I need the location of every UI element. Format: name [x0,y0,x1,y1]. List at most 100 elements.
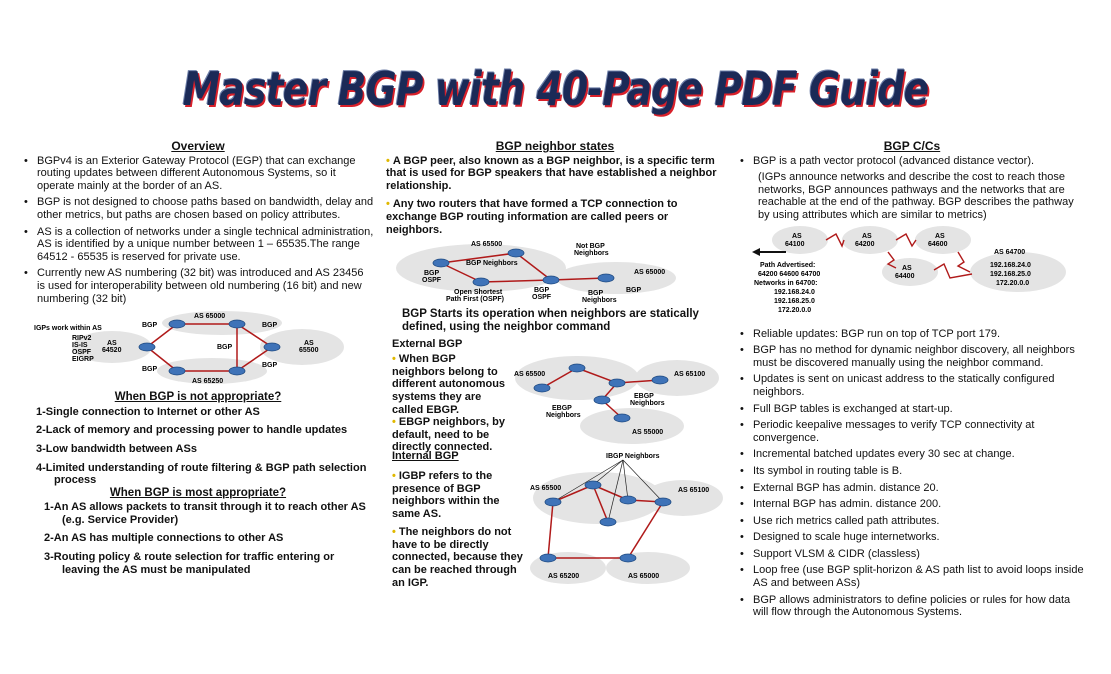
igp-name: RIPv2 [72,335,92,342]
as-label: AS 65100 [674,371,705,378]
diagram-label: 64200 64600 64700 [758,271,820,278]
paragraph: Any two routers that have formed a TCP c… [386,198,724,236]
external-bgp-section: External BGP When BGP neighbors belong t… [386,338,724,453]
diagram-label: OSPF [532,294,552,301]
bgp-label: BGP [262,322,278,329]
page-title: Master BGP with 40-Page PDF Guide [182,62,930,116]
igp-label: IGPs work within AS [34,325,102,332]
diagram-label: Path First (OSPF) [446,296,504,303]
diagram-label: 172.20.0.0 [778,307,811,314]
list-item: BGP is a path vector protocol (advanced … [740,155,1086,168]
list-item: Updates is sent on unicast address to th… [740,373,1086,398]
caption: BGP Starts its operation when neighbors … [402,308,699,334]
as-label: AS 65250 [192,378,223,385]
diagram-label: 192.168.25.0 [774,298,815,305]
diagram-label: Neighbors [630,400,665,407]
as-label: AS [792,233,802,240]
diagram-label: 192.168.25.0 [990,271,1031,278]
list-item: 2-Lack of memory and processing power to… [36,424,348,437]
as-label: AS 65500 [514,371,545,378]
diagram-label: IBGP Neighbors [606,453,660,460]
igp-name: OSPF [72,349,92,356]
as-label: AS 65200 [548,573,579,580]
bgp-label: BGP [142,366,158,373]
paragraph: When BGP neighbors belong to different a… [392,353,510,416]
igp-name: EIGRP [72,356,94,363]
paragraph: EBGP neighbors, by default, need to be d… [392,416,516,454]
diagram-label: BGP Neighbors [466,260,518,267]
diagram-label: 192.168.24.0 [990,262,1031,269]
list-item: BGP has no method for dynamic neighbor d… [740,344,1086,369]
list-item: BGP allows administrators to define poli… [740,594,1086,619]
overview-heading: Overview [171,139,225,153]
as-label: AS 65500 [530,485,561,492]
as-label: 64600 [928,241,948,248]
paragraph: A BGP peer, also known as a BGP neighbor… [386,155,724,193]
bgp-label: BGP [142,322,158,329]
list-item: Use rich metrics called path attributes. [740,515,1086,528]
bgp-characteristics-heading: BGP C/Cs [883,139,941,153]
list-item: Its symbol in routing table is B. [740,465,1086,478]
list-item: Currently new AS numbering (32 bit) was … [24,267,374,305]
internal-bgp-section: Internal BGP IGBP refers to the presence… [386,450,724,590]
diagram-label: Not BGP [576,243,605,250]
diagram-label: Neighbors [574,250,609,257]
list-item: Reliable updates: BGP run on top of TCP … [740,328,1086,341]
diagram-label: Path Advertised: [760,262,815,269]
diagram-label: BGP [424,270,440,277]
as-label: AS [902,265,912,272]
diagram-label: OSPF [422,277,442,284]
characteristics-list: Reliable updates: BGP run on top of TCP … [738,328,1086,619]
neighbor-states-heading: BGP neighbor states [495,139,615,153]
list-item: 3-Routing policy & route selection for t… [44,551,335,576]
intro-list: BGP is a path vector protocol (advanced … [738,155,1086,168]
list-item: 4-Limited understanding of route filteri… [36,461,367,487]
diagram-label: BGP [588,290,604,297]
as-label: AS [935,233,945,240]
neighbor-states-column: BGP neighbor states A BGP peer, also kno… [386,140,724,590]
diagram-label: BGP [534,287,550,294]
ibgp-diagram: IBGP Neighbors AS 65500 AS 65100 AS 6520… [530,453,723,585]
list-item: Support VLSM & CIDR (classless) [740,548,1086,561]
as-label: AS 55000 [632,429,663,436]
bgp-characteristics-column: BGP C/Cs BGP is a path vector protocol (… [738,140,1086,623]
as-label: AS 65100 [678,487,709,494]
as-label: 64520 [102,347,122,354]
as-label: 64200 [855,241,875,248]
bgp-label: BGP [262,362,278,369]
as-label: AS 65000 [194,313,225,320]
list-item: Designed to scale huge internetworks. [740,531,1086,544]
diagram-label: EBGP [634,393,654,400]
ebgp-diagram: AS 65500 AS 65100 EBGP Neighbors EBGP Ne… [514,356,719,445]
list-item: 1-An AS allows packets to transit throug… [44,501,366,526]
list-item: Full BGP tables is exchanged at start-up… [740,403,1086,416]
as-label: 64100 [785,241,805,248]
as-label: AS 64700 [994,249,1025,256]
diagram-label: EBGP [552,405,572,412]
diagram-label: BGP [626,287,642,294]
list-item: 3-Low bandwidth between ASs [36,442,197,455]
overview-list: BGPv4 is an Exterior Gateway Protocol (E… [22,155,374,306]
paragraph: IGBP refers to the presence of BGP neigh… [392,470,510,520]
list-item: 2-An AS has multiple connections to othe… [44,532,284,545]
bgp-neighbors-diagram: AS 65500 Not BGP Neighbors BGP Neighbors… [396,241,676,304]
as-label: AS [862,233,872,240]
internal-bgp-heading: Internal BGP [392,450,459,463]
as-label: 65500 [299,347,319,354]
most-appropriate-heading: When BGP is most appropriate? [109,486,287,499]
list-item: BGPv4 is an Exterior Gateway Protocol (E… [24,155,374,193]
diagram-label: 172.20.0.0 [996,280,1029,287]
external-bgp-heading: External BGP [392,338,463,351]
list-item: Internal BGP has admin. distance 200. [740,498,1086,511]
not-appropriate-heading: When BGP is not appropriate? [114,391,282,404]
list-item: BGP is not designed to choose paths base… [24,196,374,221]
igp-bgp-diagram: IGPs work within AS RIPv2 IS-IS OSPF EIG… [34,311,344,385]
bgp-label: BGP [217,344,233,351]
list-item: Loop free (use BGP split-horizon & AS pa… [740,564,1086,589]
paragraph: The neighbors do not have to be directly… [392,526,530,589]
as-label: AS 65500 [471,241,502,248]
as-label: 64400 [895,273,915,280]
diagram-label: Neighbors [546,412,581,419]
list-item: 1-Single connection to Internet or other… [36,405,260,418]
diagram-label: 192.168.24.0 [774,289,815,296]
